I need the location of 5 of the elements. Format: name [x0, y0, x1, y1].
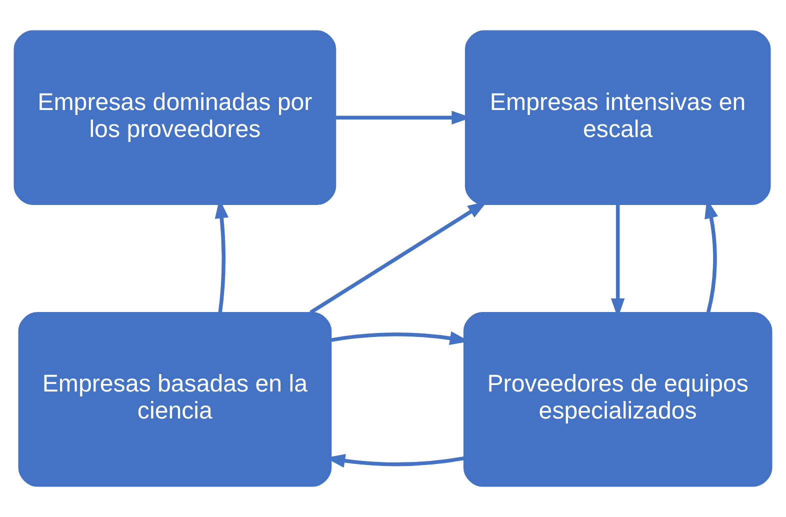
arrow	[310, 201, 488, 314]
node-box: Proveedores de equipos especializados	[463, 312, 772, 487]
node-box: Empresas basadas en la ciencia	[18, 312, 332, 487]
node-box: Empresas dominadas por los proveedores	[14, 30, 336, 206]
node-box: Empresas intensivas en escala	[464, 30, 771, 206]
